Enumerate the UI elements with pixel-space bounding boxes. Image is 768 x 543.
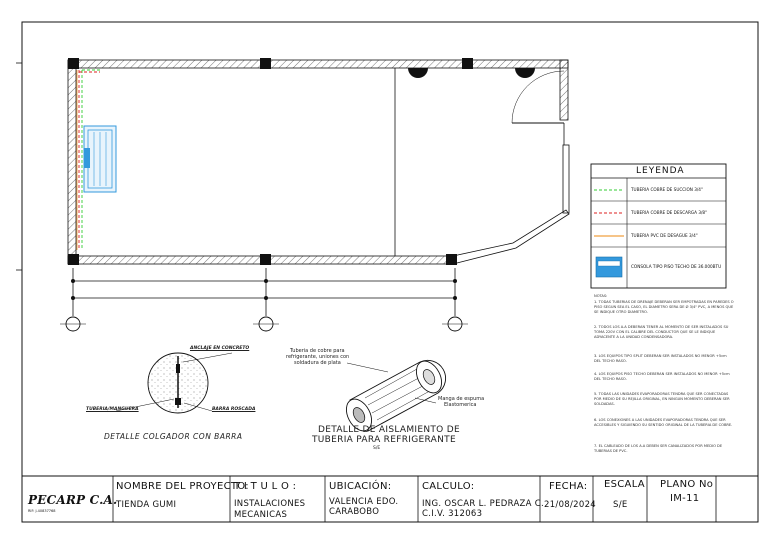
legend-item-unit: CONSOLA TIPO PISO TECHO DE 36.000BTU [631, 264, 722, 269]
ac-console-unit [83, 125, 117, 193]
foam-note-2: Elastomerica [444, 402, 477, 408]
hanger-bar-label: BARRA ROSCADA [212, 407, 256, 412]
wall-left [67, 59, 77, 265]
hanger-anchor-label: ANCLAJE EN CONCRETO [190, 346, 250, 351]
note-item: 2. TODOS LOS A.A DEBERAN TENER AL MOMENT… [594, 325, 729, 339]
column [260, 254, 271, 265]
copper-note-1: Tuberia de cobre para [290, 348, 345, 354]
copper-note-3: soldadura de plata [294, 360, 341, 366]
title-block-grid [21, 475, 759, 523]
legend-swatch-unit [595, 256, 623, 278]
column [446, 254, 457, 265]
location-value-1: VALENCIA EDO. [329, 497, 399, 507]
door-swing [511, 70, 565, 124]
project-value: TIENDA GUMI [116, 500, 177, 510]
legend-box [590, 163, 727, 289]
title-value-2: MECANICAS [234, 510, 288, 520]
location-label: UBICACIÓN: [329, 481, 392, 492]
plan-value: IM-11 [670, 493, 700, 504]
notes-title: NOTAS: [594, 294, 608, 298]
calc-value-1: ING. OSCAR L. PEDRAZA C. [422, 499, 545, 509]
scale-value: S/E [613, 500, 628, 510]
wall-top [67, 59, 569, 69]
note-item: 7. EL CABLEADO DE LOS A.A DEBEN SER CANA… [594, 444, 723, 453]
column [462, 58, 473, 69]
foam-note-1: Manga de espuma [438, 396, 485, 402]
scale-label: ESCALA [604, 479, 645, 490]
calc-value-2: C.I.V. 312063 [422, 509, 483, 519]
title-value-1: INSTALACIONES [234, 499, 306, 509]
date-label: FECHA: [549, 481, 588, 492]
hanger-pipe-label: TUBERIA/MANGUERA [86, 407, 139, 412]
wall-fixture [408, 68, 428, 78]
wall-fixture [515, 68, 535, 78]
title-label: T I T U L O : [234, 481, 297, 492]
calc-label: CALCULO: [422, 481, 475, 492]
hanger-detail [115, 352, 233, 414]
column [260, 58, 271, 69]
note-item: 3. LOS EQUIPOS TIPO SPLIT DEBERAN SER IN… [594, 354, 727, 363]
note-item: 1. TODAS TUBERIAS DE DRENAJE DEBERAN SER… [594, 300, 734, 314]
company-rif: RIF: J-40837768 [28, 509, 56, 513]
insulation-title-2: TUBERIA PARA REFRIGERANTE [312, 435, 456, 445]
column [68, 254, 79, 265]
wall-right-vertical [562, 144, 570, 214]
wall-right-top [559, 59, 569, 121]
floor-plan [60, 58, 570, 332]
insulation-detail [345, 359, 447, 432]
note-item: 4. LOS EQUIPOS PISO TECHO DEBERAN SER IN… [594, 372, 730, 381]
location-value-2: CARABOBO [329, 507, 380, 517]
date-value: 21/08/2024 [544, 500, 596, 510]
column [68, 58, 79, 69]
legend-item-discharge: TUBERIA COBRE DE DESCARGA 3/8" [631, 210, 707, 215]
project-label: NOMBRE DEL PROYECTO: [116, 481, 249, 492]
plan-label: PLANO No [660, 479, 714, 490]
hanger-detail-title: DETALLE COLGADOR CON BARRA [104, 432, 243, 441]
insulation-scale: S/E [373, 446, 381, 451]
insulation-title-1: DETALLE DE AISLAMIENTO DE [318, 425, 460, 435]
note-item: 5. TODAS LAS UNIDADES EVAPORADORAS TENDR… [594, 392, 730, 406]
wall-angled [452, 209, 570, 265]
legend-item-drain: TUBERIA PVC DE DESAGUE 3/4" [631, 233, 698, 238]
legend-title: LEYENDA [636, 166, 685, 176]
note-item: 6. LOS CONEXIONES A LAS UNIDADES EVAPORA… [594, 418, 733, 427]
legend-item-suction: TUBERIA COBRE DE SUCCION 3/4" [631, 187, 703, 192]
copper-note-2: refrigerante, uniones con [286, 354, 350, 360]
company-logo: PECARP C.A. [28, 493, 118, 507]
